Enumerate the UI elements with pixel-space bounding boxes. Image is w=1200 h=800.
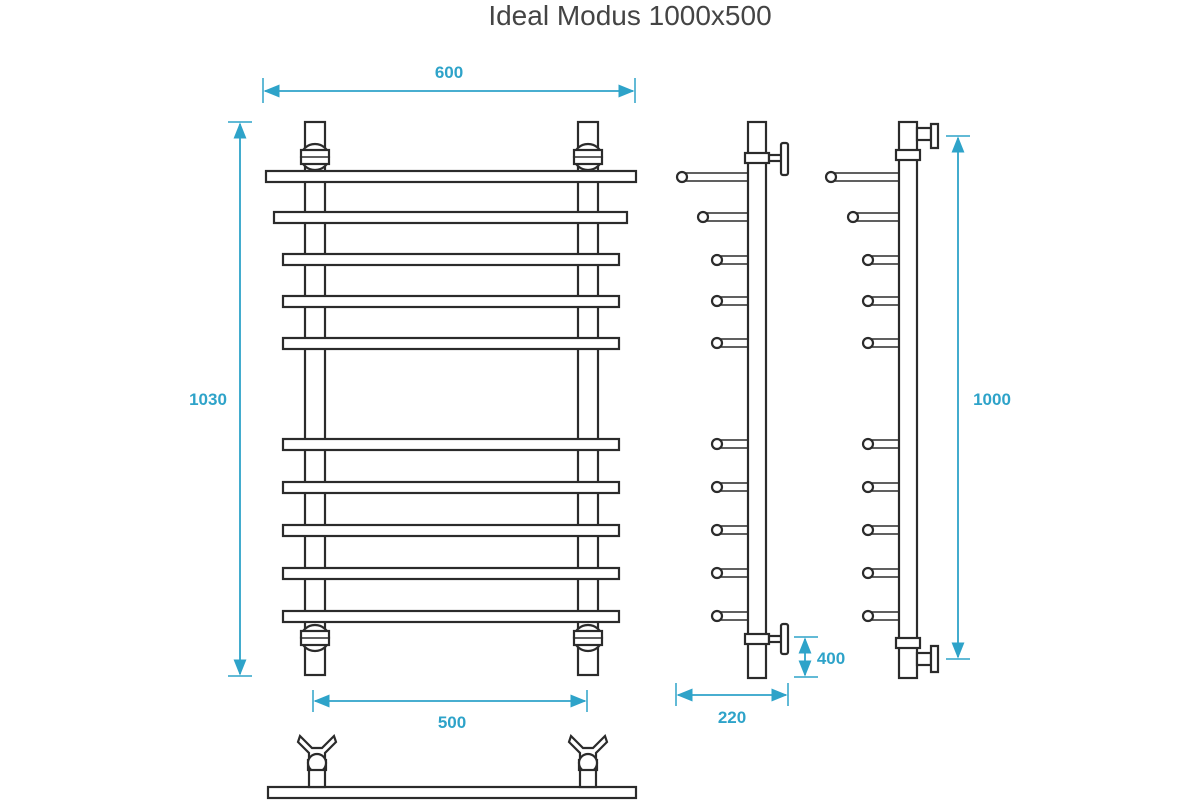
side-bar bbox=[710, 609, 748, 623]
left-collector bbox=[303, 120, 327, 677]
side-bar bbox=[861, 253, 899, 267]
side-collector bbox=[746, 120, 768, 680]
side-bar bbox=[710, 566, 748, 580]
crossbar bbox=[272, 210, 629, 225]
side-bar bbox=[861, 480, 899, 494]
bottom-left-fitting bbox=[299, 623, 331, 653]
dimension-axis-spacing: 500 bbox=[312, 690, 588, 732]
side-bar bbox=[675, 170, 748, 184]
side-bar bbox=[710, 253, 748, 267]
side-bar bbox=[861, 294, 899, 308]
dimension-overall-width: 600 bbox=[262, 63, 636, 103]
bottom-right-valve bbox=[567, 733, 609, 789]
dimension-label: 1030 bbox=[189, 390, 227, 409]
side-bar bbox=[710, 294, 748, 308]
side-view-right bbox=[824, 120, 940, 680]
side-bar bbox=[846, 210, 899, 224]
bottom-left-valve bbox=[296, 733, 338, 789]
dimension-label: 220 bbox=[718, 708, 746, 727]
side-bar bbox=[710, 437, 748, 451]
bottom-view bbox=[266, 733, 638, 800]
crossbar bbox=[281, 566, 621, 581]
front-view bbox=[264, 120, 638, 677]
bottom-right-fitting bbox=[572, 623, 604, 653]
dimension-overall-height: 1030 bbox=[189, 121, 252, 677]
side-bar bbox=[861, 336, 899, 350]
side-bar bbox=[710, 523, 748, 537]
side-bottom-angle-valve bbox=[894, 636, 940, 674]
side-bar bbox=[710, 480, 748, 494]
dimension-height: 1000 bbox=[946, 135, 1011, 660]
side-bar bbox=[861, 566, 899, 580]
side-view-left bbox=[675, 120, 790, 680]
crossbar bbox=[281, 480, 621, 495]
side-bar bbox=[861, 609, 899, 623]
side-top-angle-valve bbox=[894, 122, 940, 162]
side-bar bbox=[824, 170, 899, 184]
right-collector bbox=[576, 120, 600, 677]
crossbar bbox=[281, 523, 621, 538]
dimension-depth: 220 bbox=[675, 683, 789, 727]
crossbar bbox=[281, 609, 621, 624]
side-collector bbox=[897, 120, 919, 680]
crossbar bbox=[281, 252, 621, 267]
dimension-label: 500 bbox=[438, 713, 466, 732]
dimension-label: 600 bbox=[435, 63, 463, 82]
side-bottom-valve bbox=[743, 622, 790, 656]
crossbar bbox=[281, 437, 621, 452]
crossbar bbox=[281, 294, 621, 309]
crossbar bbox=[281, 336, 621, 351]
dimension-label: 400 bbox=[817, 649, 845, 668]
top-right-fitting bbox=[572, 142, 604, 172]
bottom-bar bbox=[266, 785, 638, 800]
side-top-valve bbox=[743, 141, 790, 177]
side-bar bbox=[696, 210, 748, 224]
top-left-fitting bbox=[299, 142, 331, 172]
side-bar bbox=[861, 523, 899, 537]
side-bar bbox=[861, 437, 899, 451]
drawing-title: Ideal Modus 1000x500 bbox=[488, 0, 771, 31]
crossbar bbox=[264, 169, 638, 184]
dimension-bottom-offset: 400 bbox=[794, 636, 845, 678]
dimension-label: 1000 bbox=[973, 390, 1011, 409]
side-bar bbox=[710, 336, 748, 350]
